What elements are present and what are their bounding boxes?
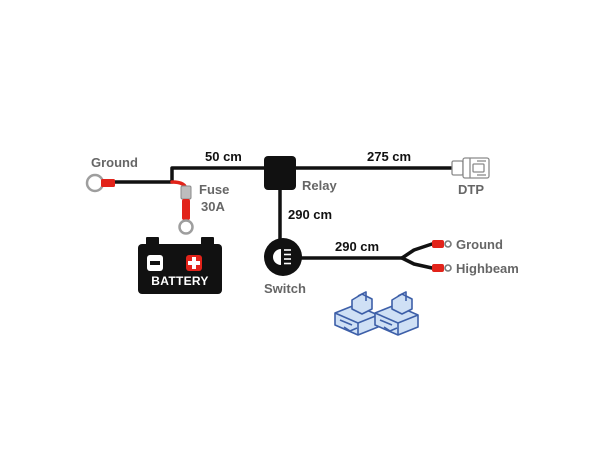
dtp-label: DTP	[458, 182, 484, 197]
relay-box-icon	[264, 156, 296, 190]
fuse-holder	[170, 180, 194, 235]
wire-highbeam-branch	[400, 256, 434, 270]
length-switch-to-outputs-label: 290 cm	[335, 239, 380, 254]
dtp-connector-icon	[451, 157, 490, 179]
wire-ground-to-relay	[108, 166, 270, 184]
ground-left-label: Ground	[91, 155, 138, 170]
length-relay-to-switch-label: 290 cm	[288, 207, 333, 222]
highbeam-pin-terminal	[432, 264, 452, 272]
ground-right-label: Ground	[456, 237, 503, 252]
wires	[108, 166, 454, 270]
fuse-rating-label: 30A	[201, 199, 225, 214]
ground-ring-terminal	[85, 173, 115, 193]
ground-pin-terminal	[432, 240, 452, 248]
length-relay-to-dtp-label: 275 cm	[367, 149, 412, 164]
fuse-label: Fuse	[199, 182, 230, 197]
battery-icon	[138, 237, 222, 294]
scotchlok-connector-icon	[374, 291, 419, 336]
scotchlok-connector-icon	[334, 291, 379, 336]
highbeam-label: Highbeam	[456, 261, 519, 276]
relay-label: Relay	[302, 178, 337, 193]
length-ground-to-relay-label: 50 cm	[205, 149, 242, 164]
battery-label: BATTERY	[151, 274, 209, 288]
switch-icon	[264, 238, 302, 276]
wire-switch-to-outputs	[298, 242, 434, 260]
switch-label: Switch	[264, 281, 306, 296]
